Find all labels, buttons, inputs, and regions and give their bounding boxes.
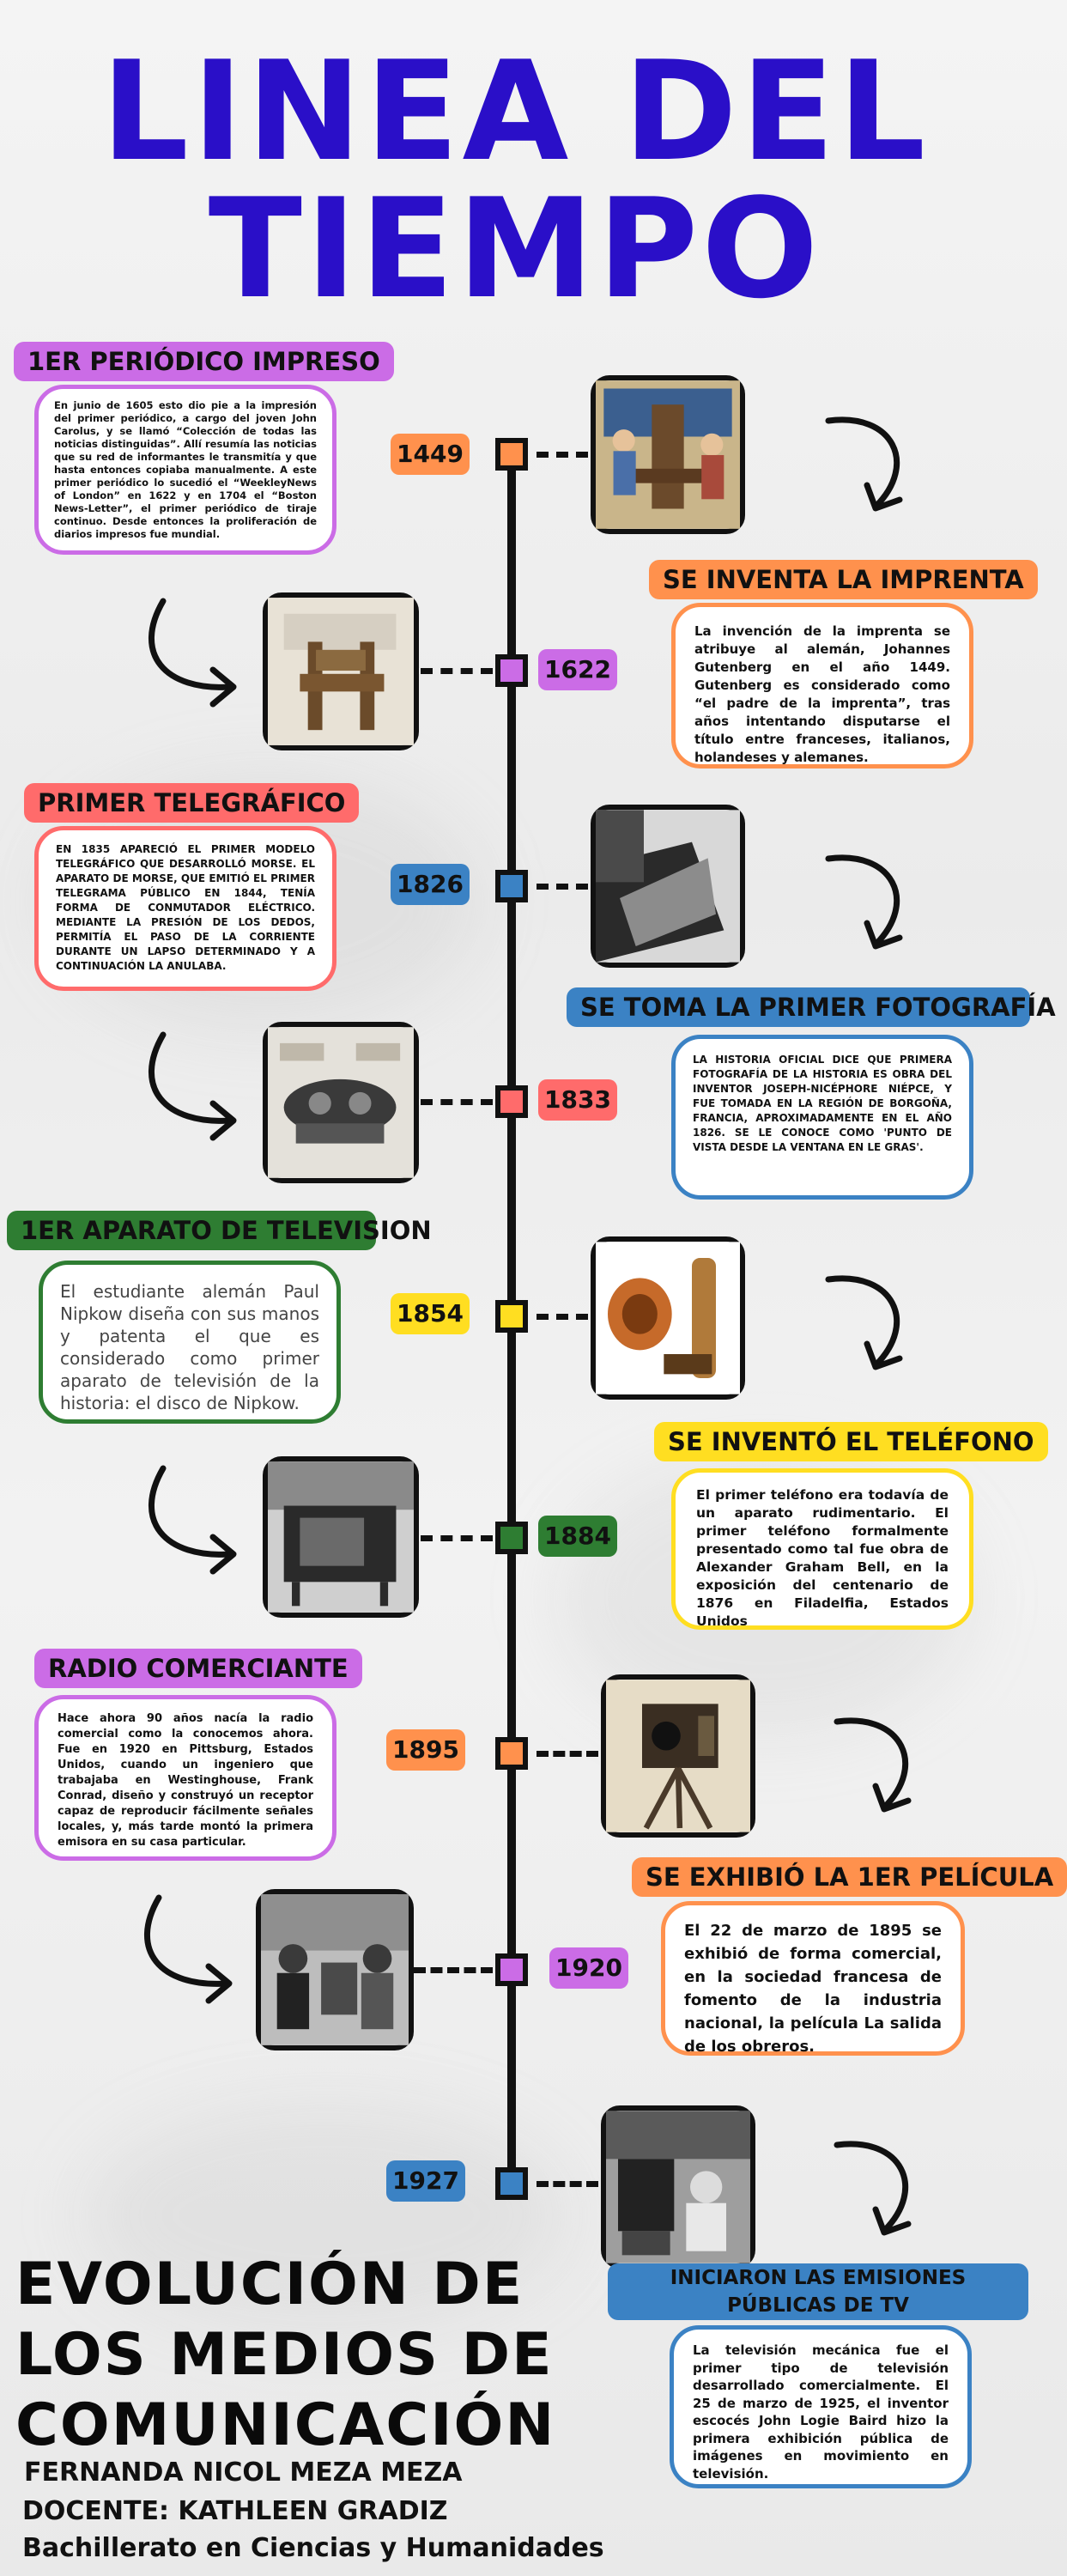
curved-arrow-icon	[148, 1465, 237, 1575]
timeline-node-1449	[495, 438, 528, 471]
curved-arrow-icon	[825, 416, 903, 512]
event-label-1er-periodico: 1ER PERIÓDICO IMPRESO	[14, 342, 394, 381]
curved-arrow-icon	[834, 2141, 912, 2236]
footer-title-line-3: COMUNICACIÓN	[15, 2391, 556, 2459]
year-badge-1854: 1854	[391, 1293, 470, 1334]
event-card-television: El estudiante alemán Paul Nipkow diseña …	[39, 1261, 341, 1424]
telegraph-machine-image	[268, 1027, 414, 1178]
photo-radio-broadcast	[256, 1889, 414, 2050]
year-badge-1895: 1895	[386, 1729, 465, 1771]
event-card-telefono: El primer teléfono era todavía de un apa…	[671, 1468, 973, 1630]
antique-telephone-image	[596, 1242, 740, 1394]
connector-dash	[537, 452, 588, 458]
year-badge-1826: 1826	[391, 864, 470, 905]
curved-arrow-icon	[148, 598, 237, 708]
year-badge-1449: 1449	[391, 434, 470, 475]
photo-tv-broadcast-room	[601, 2105, 755, 2269]
author-name: FERNANDA NICOL MEZA MEZA	[24, 2458, 463, 2488]
timeline-node-1884	[495, 1522, 528, 1554]
year-badge-1622: 1622	[538, 649, 617, 690]
curved-arrow-icon	[834, 1717, 912, 1813]
event-card-imprenta: La invención de la imprenta se atribuye …	[671, 603, 973, 769]
event-card-radio: Hace ahora 90 años nacía la radio comerc…	[34, 1695, 336, 1861]
film-camera-image	[606, 1680, 750, 1832]
curved-arrow-icon	[825, 854, 903, 950]
event-label-telefono: SE INVENTÓ EL TELÉFONO	[654, 1422, 1048, 1461]
printing-press-photo-image	[268, 598, 414, 745]
connector-dash	[421, 1535, 493, 1541]
event-label-pelicula: SE EXHIBIÓ LA 1ER PELÍCULA	[632, 1857, 1067, 1897]
photo-telegraph-machine	[263, 1022, 419, 1183]
timeline-node-1833	[495, 1085, 528, 1118]
curved-arrow-icon	[148, 1031, 237, 1141]
year-badge-1927: 1927	[386, 2160, 465, 2202]
connector-dash	[421, 668, 493, 674]
curved-arrow-icon	[825, 1275, 903, 1370]
photo-printing-press	[263, 592, 419, 750]
timeline-node-1854	[495, 1300, 528, 1333]
event-card-emisiones-tv: La televisión mecánica fue el primer tip…	[670, 2325, 972, 2488]
event-label-telegrafico: PRIMER TELEGRÁFICO	[24, 783, 360, 823]
timeline-node-1622	[495, 654, 528, 687]
photo-antique-telephone	[591, 1236, 745, 1400]
connector-dash	[537, 884, 588, 890]
photo-printing-press-illustration	[591, 375, 745, 534]
event-card-telegrafico: EN 1835 APARECIÓ EL PRIMER MODELO TELEGR…	[34, 826, 336, 991]
early-television-image	[268, 1461, 414, 1613]
footer-title-line-1: EVOLUCIÓN DE	[15, 2251, 524, 2318]
photo-early-television	[263, 1456, 419, 1618]
year-badge-1833: 1833	[538, 1079, 617, 1121]
curved-arrow-icon	[143, 1894, 233, 2004]
program-name: Bachillerato en Ciencias y Humanidades	[22, 2533, 604, 2563]
year-badge-1884: 1884	[538, 1516, 617, 1557]
timeline-node-1920	[495, 1953, 528, 1986]
event-card-pelicula: El 22 de marzo de 1895 se exhibió de for…	[661, 1901, 965, 2056]
event-card-fotografia: LA HISTORIA OFICIAL DICE QUE PRIMERA FOT…	[671, 1035, 973, 1200]
year-badge-1920: 1920	[549, 1947, 628, 1989]
connector-dash	[537, 2181, 598, 2187]
teacher-name: DOCENTE: KATHLEEN GRADIZ	[22, 2496, 448, 2526]
event-label-fotografia: SE TOMA LA PRIMER FOTOGRAFÍA	[567, 987, 1056, 1027]
first-photograph-image	[596, 810, 740, 963]
connector-dash	[537, 1751, 598, 1757]
timeline-node-1895	[495, 1737, 528, 1770]
connector-dash	[421, 1099, 493, 1105]
connector-dash	[537, 1314, 588, 1320]
event-label-emisiones-tv: INICIARON LAS EMISIONES PÚBLICAS DE TV	[608, 2263, 1028, 2320]
photo-first-photograph	[591, 805, 745, 968]
timeline-node-1927	[495, 2167, 528, 2200]
tv-broadcast-room-image	[606, 2111, 750, 2263]
radio-broadcast-image	[261, 1894, 409, 2045]
page-title-line-1: LINEA DEL	[100, 31, 930, 191]
footer-title-line-2: LOS MEDIOS DE	[15, 2321, 554, 2389]
event-label-imprenta: SE INVENTA LA IMPRENTA	[649, 560, 1038, 599]
page-title-line-2: TIEMPO	[208, 168, 822, 329]
event-label-television: 1ER APARATO DE TELEVISION	[7, 1211, 432, 1250]
event-card-1er-periodico: En junio de 1605 esto dio pie a la impre…	[34, 385, 336, 555]
footer-title: EVOLUCIÓN DE LOS MEDIOS DE COMUNICACIÓN	[15, 2250, 555, 2461]
timeline-node-1826	[495, 870, 528, 902]
photo-film-camera	[601, 1674, 755, 1838]
printing-press-illustration-image	[596, 380, 740, 529]
event-label-radio: RADIO COMERCIANTE	[34, 1649, 362, 1688]
connector-dash	[414, 1967, 493, 1973]
